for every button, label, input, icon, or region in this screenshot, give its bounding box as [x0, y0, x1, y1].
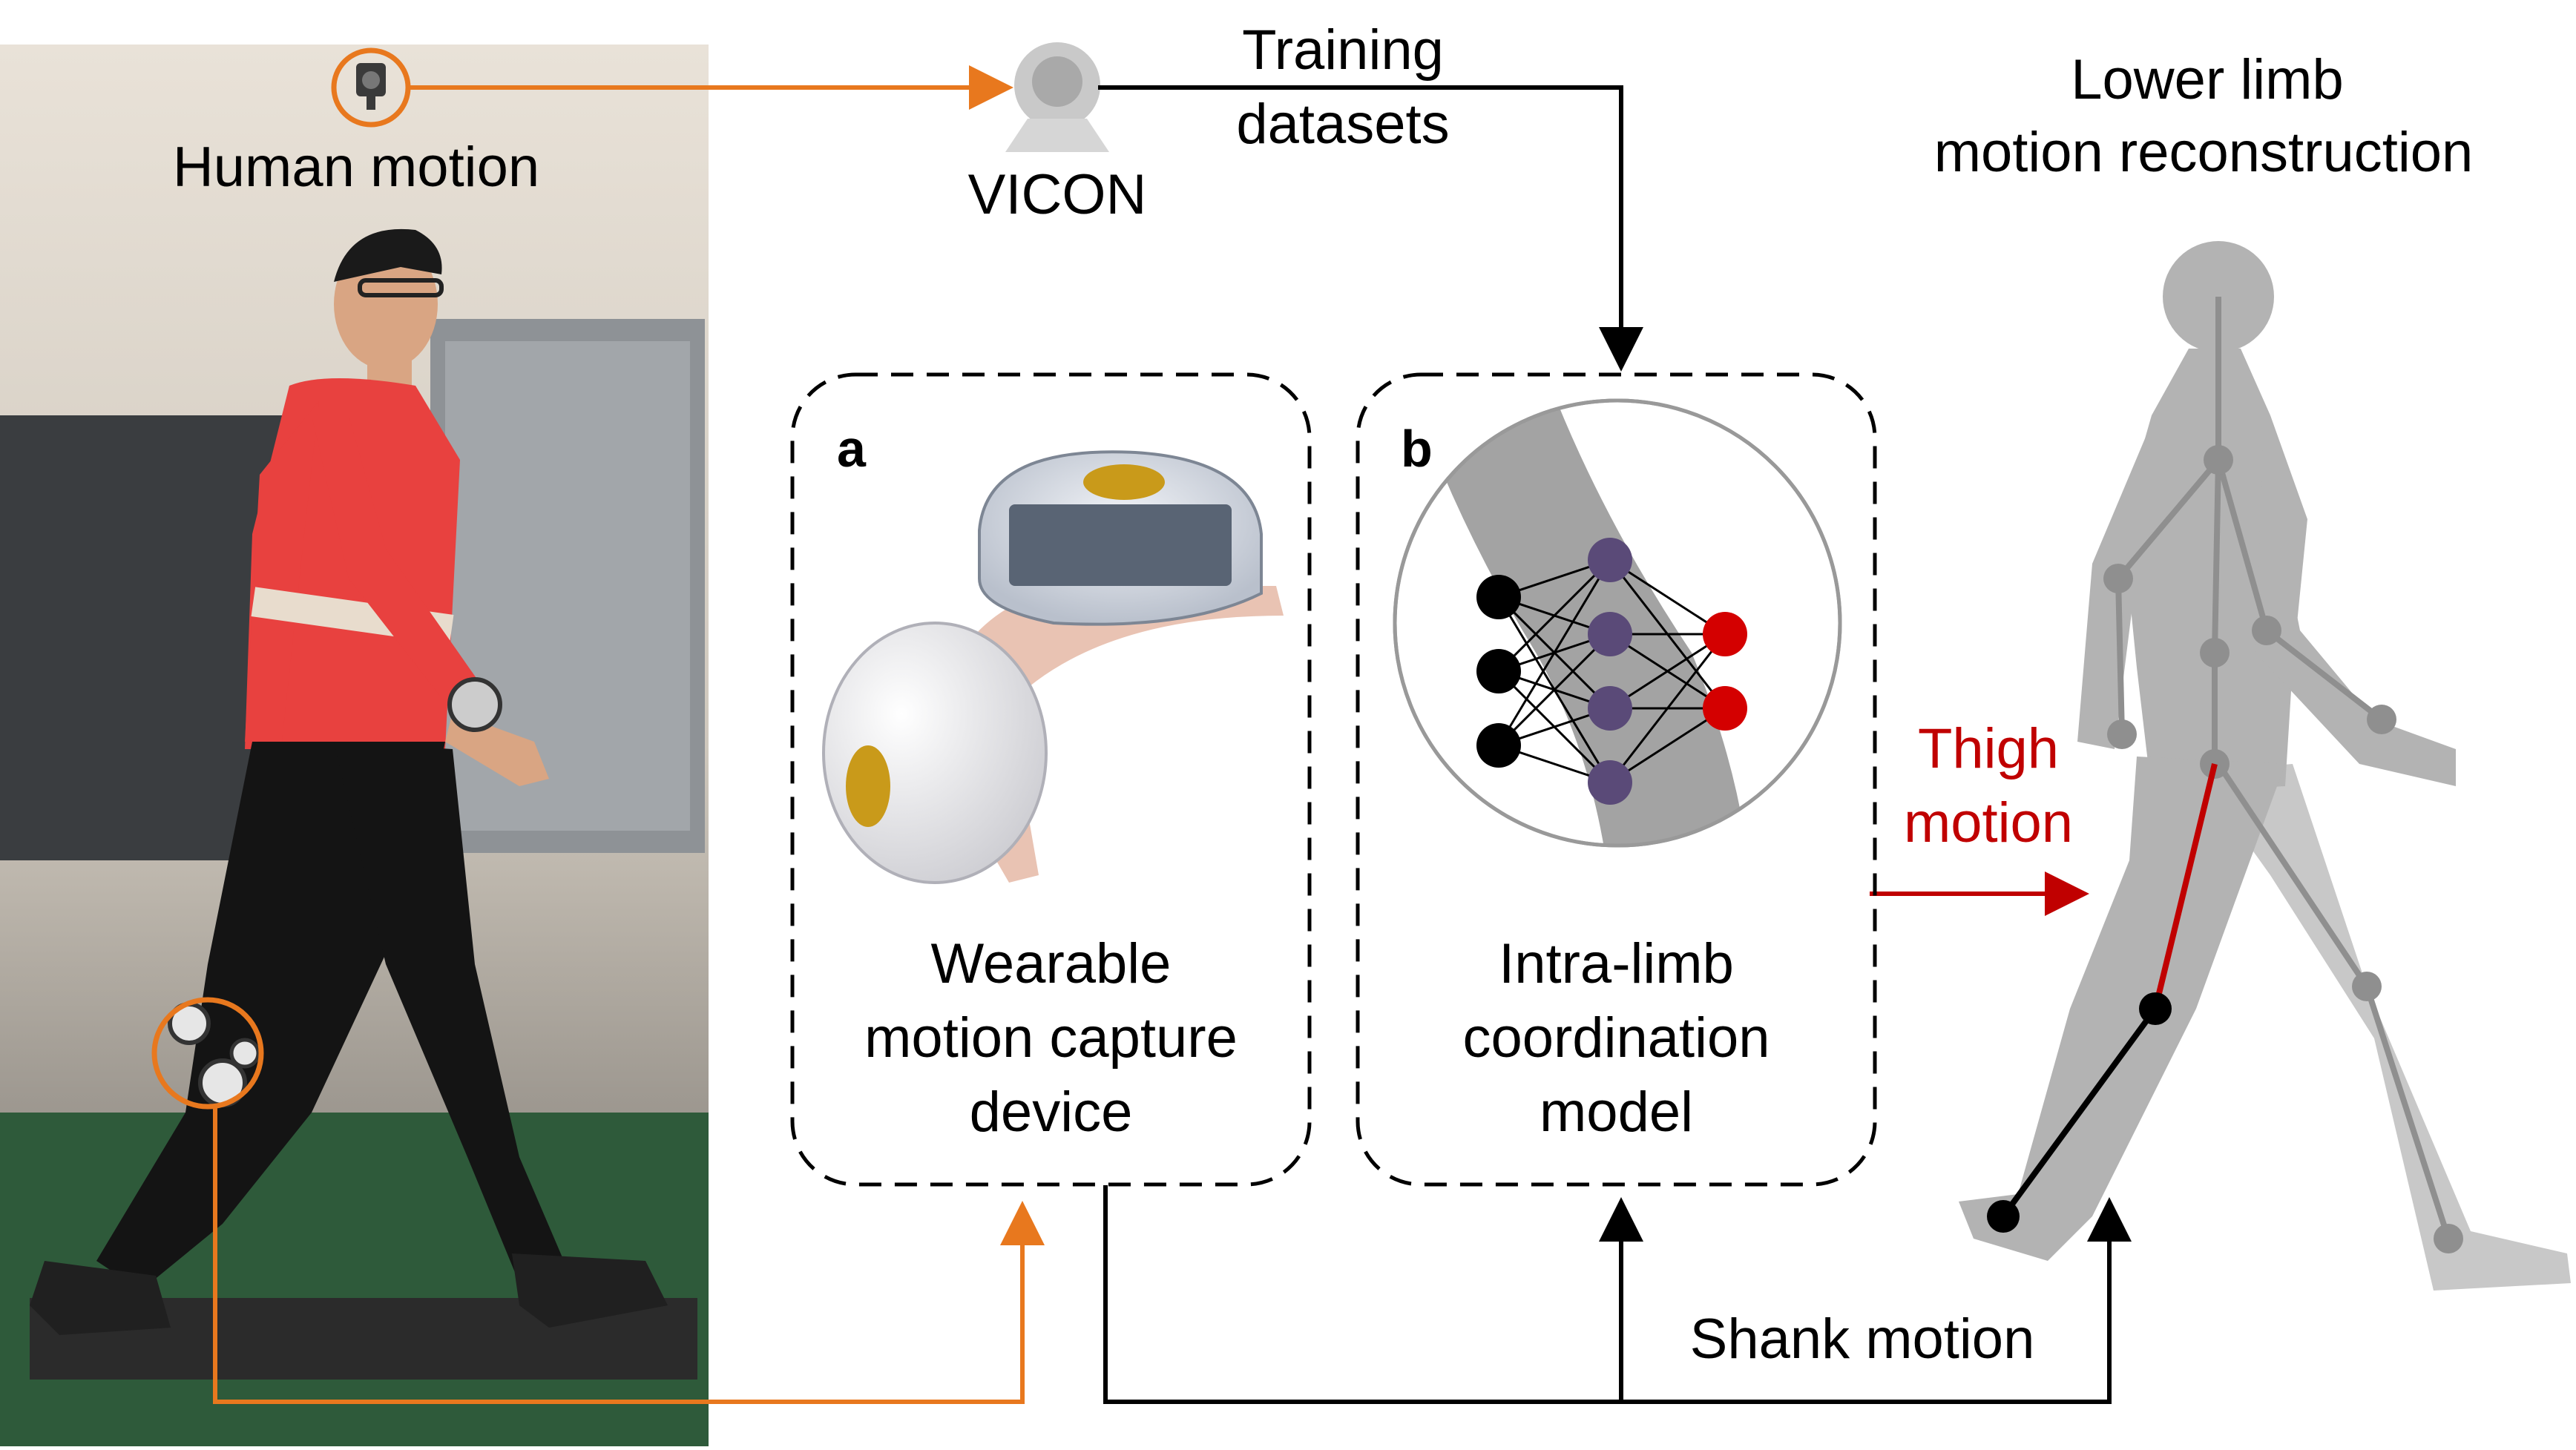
- vicon-camera-icon: [1005, 42, 1109, 152]
- knee-joint: [2139, 992, 2172, 1025]
- nn-output-node: [1703, 686, 1747, 731]
- nn-connection: [1609, 633, 1726, 783]
- panel-b-box: [1356, 372, 1877, 1187]
- human-motion-label: Human motion: [172, 136, 540, 199]
- nn-connection: [1609, 633, 1726, 710]
- shank-motion-arrow-to-output: [1103, 1185, 2132, 1404]
- nn-hidden-node: [1588, 612, 1632, 656]
- nn-hidden-node: [1588, 760, 1632, 805]
- thigh-segment: [2152, 763, 2218, 1009]
- limb-band: [1410, 401, 1751, 846]
- device-caption-line3: device: [969, 1081, 1133, 1144]
- panel-b-letter: b: [1401, 420, 1433, 478]
- walking-silhouette: [1959, 241, 2571, 1291]
- device-caption-line2: motion capture: [864, 1006, 1238, 1070]
- nn-connection: [1609, 707, 1726, 784]
- vicon-label: VICON: [967, 163, 1147, 226]
- shank-segment: [2000, 1006, 2158, 1219]
- front-shoe: [512, 1253, 668, 1328]
- device-caption-line1: Wearable: [930, 932, 1172, 995]
- panel-a-letter: a: [837, 420, 866, 478]
- circuit-board: [1009, 504, 1232, 586]
- nn-connection: [1609, 558, 1726, 636]
- nn-hidden-node: [1588, 538, 1632, 582]
- nn-input-node: [1476, 649, 1521, 693]
- training-datasets-arrow: [1098, 85, 1643, 372]
- subject-photo: [0, 45, 709, 1446]
- panel-a-box: [790, 372, 1312, 1187]
- output-title-line1: Lower limb: [2071, 48, 2344, 111]
- nn-output-node: [1703, 612, 1747, 656]
- ankle-joint: [1987, 1200, 2020, 1233]
- neural-network: [1476, 538, 1747, 805]
- nn-input-node: [1476, 723, 1521, 768]
- output-title-line2: motion reconstruction: [1933, 121, 2474, 184]
- nn-connection: [1497, 558, 1611, 673]
- thigh-motion-label-line2: motion: [1903, 791, 2074, 854]
- gold-contact: [1083, 464, 1165, 500]
- nn-input-node: [1476, 575, 1521, 619]
- training-datasets-label-line2: datasets: [1236, 93, 1450, 156]
- front-leg: [334, 742, 564, 1283]
- model-caption-line3: model: [1540, 1081, 1693, 1144]
- shank-motion-label: Shank motion: [1689, 1308, 2035, 1371]
- thigh-motion-label-line1: Thigh: [1917, 717, 2060, 780]
- nn-hidden-node: [1588, 686, 1632, 731]
- sensor-to-device-arrow: [213, 1107, 1045, 1404]
- model-caption-line1: Intra-limb: [1499, 932, 1734, 995]
- nn-connection: [1497, 633, 1611, 747]
- sensor-highlight-circle: [151, 997, 264, 1110]
- small-camera-icon: [356, 63, 386, 110]
- training-datasets-label-line1: Training: [1242, 19, 1444, 82]
- nn-connection: [1497, 559, 1611, 746]
- rear-leg: [96, 742, 445, 1291]
- rear-shoe: [30, 1261, 171, 1335]
- model-caption-line2: coordination: [1462, 1006, 1770, 1070]
- wearable-device-render: [822, 450, 1284, 884]
